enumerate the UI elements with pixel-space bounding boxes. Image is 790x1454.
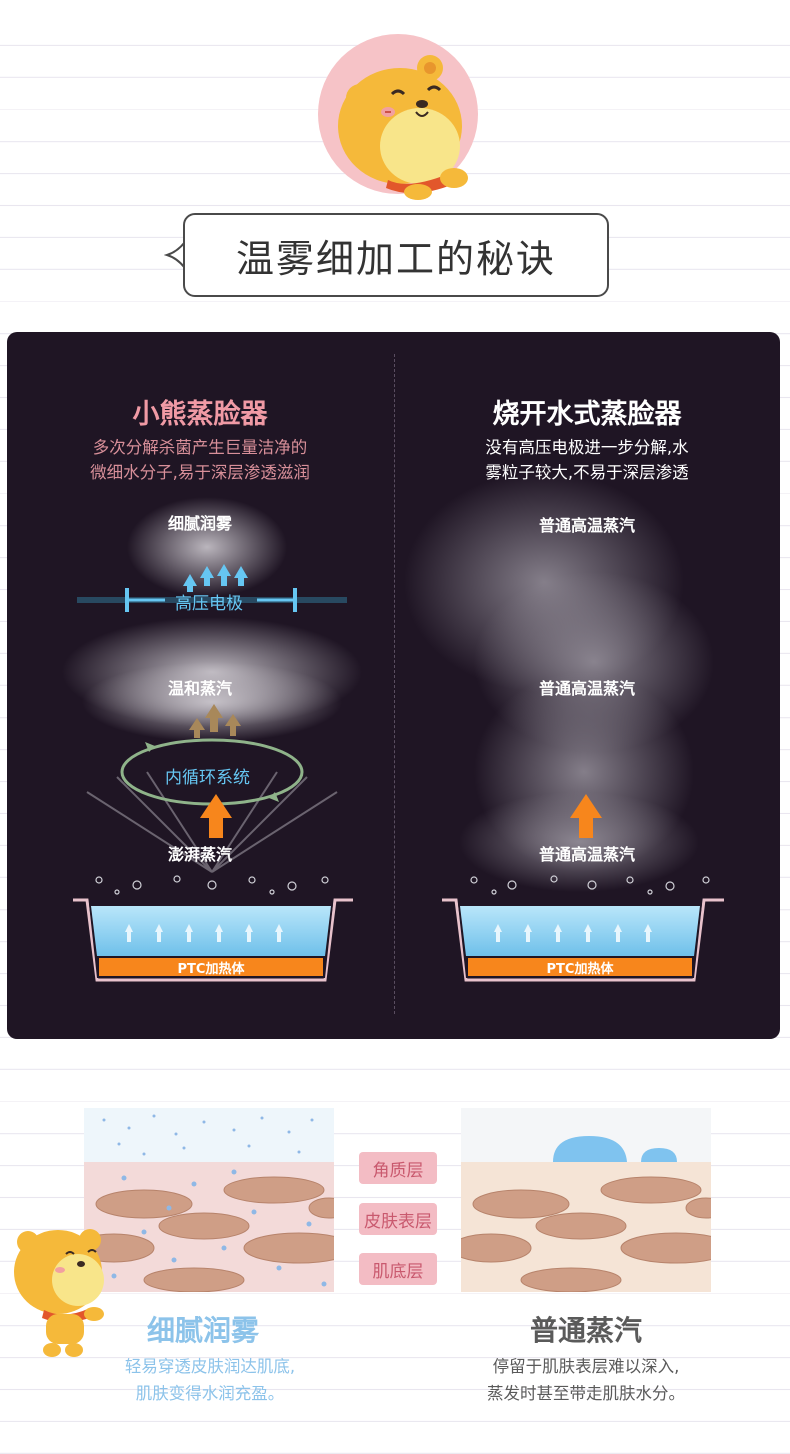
- steam-label-bottom: 普通高温蒸汽: [538, 845, 635, 864]
- fine-mist-desc: 轻易穿透皮肤润达肌底, 肌肤变得水润充盈。: [80, 1353, 340, 1407]
- ptc-heater-label: PTC加热体: [177, 962, 245, 977]
- ptc-heater-label: PTC加热体: [546, 962, 614, 977]
- gentle-steam-label: 温和蒸汽: [167, 679, 232, 698]
- bear-steamer-column: 小熊蒸脸器 多次分解杀菌产生巨量洁净的 微细水分子,易于深层渗透滋润: [7, 332, 393, 1039]
- layer-tag-epidermis: 皮肤表层: [359, 1203, 437, 1235]
- desc-line: 肌肤变得水润充盈。: [135, 1384, 285, 1403]
- bear-mascot-header: [338, 55, 468, 200]
- boiling-steamer-illustration: [404, 472, 724, 982]
- page-title: 温雾细加工的秘诀: [183, 213, 609, 297]
- bear-steamer-title: 小熊蒸脸器: [132, 399, 268, 430]
- desc-line: 没有高压电极进一步分解,水: [485, 438, 689, 457]
- electrode-label: 高压电极: [175, 594, 243, 614]
- surge-steam-label: 澎湃蒸汽: [167, 845, 232, 864]
- desc-line: 多次分解杀菌产生巨量洁净的: [92, 438, 308, 457]
- fine-mist-skin-illustration: [84, 1108, 334, 1292]
- desc-line: 微细水分子,易于深层渗透滋润: [90, 463, 310, 482]
- steam-label-middle: 普通高温蒸汽: [538, 679, 635, 698]
- layer-tag-dermis: 肌底层: [359, 1253, 437, 1285]
- normal-steam-skin-illustration: [461, 1108, 711, 1292]
- panel-divider: [394, 354, 395, 1014]
- layer-tag-stratum: 角质层: [359, 1152, 437, 1184]
- bear-steamer-illustration: [62, 497, 362, 982]
- bear-steamer-desc: 多次分解杀菌产生巨量洁净的 微细水分子,易于深层渗透滋润: [7, 435, 393, 485]
- normal-steam-title: 普通蒸汽: [529, 1314, 642, 1347]
- fine-mist-label: 细腻润雾: [167, 514, 232, 533]
- comparison-panel: 小熊蒸脸器 多次分解杀菌产生巨量洁净的 微细水分子,易于深层渗透滋润: [7, 332, 780, 1039]
- cycle-system-label: 内循环系统: [165, 768, 250, 788]
- boiling-steamer-title: 烧开水式蒸脸器: [492, 399, 682, 430]
- steam-label-top: 普通高温蒸汽: [538, 516, 635, 535]
- desc-line: 轻易穿透皮肤润达肌底,: [124, 1357, 296, 1376]
- normal-steam-desc: 停留于肌肤表层难以深入, 蒸发时甚至带走肌肤水分。: [456, 1353, 716, 1407]
- fine-mist-title: 细腻润雾: [146, 1314, 259, 1347]
- desc-line: 蒸发时甚至带走肌肤水分。: [487, 1384, 685, 1403]
- boiling-steamer-column: 烧开水式蒸脸器 没有高压电极进一步分解,水 雾粒子较大,不易于深层渗透: [394, 332, 780, 1039]
- bear-mascot-bottom: [14, 1229, 104, 1357]
- desc-line: 停留于肌肤表层难以深入,: [492, 1357, 680, 1376]
- speech-tail: [164, 241, 186, 269]
